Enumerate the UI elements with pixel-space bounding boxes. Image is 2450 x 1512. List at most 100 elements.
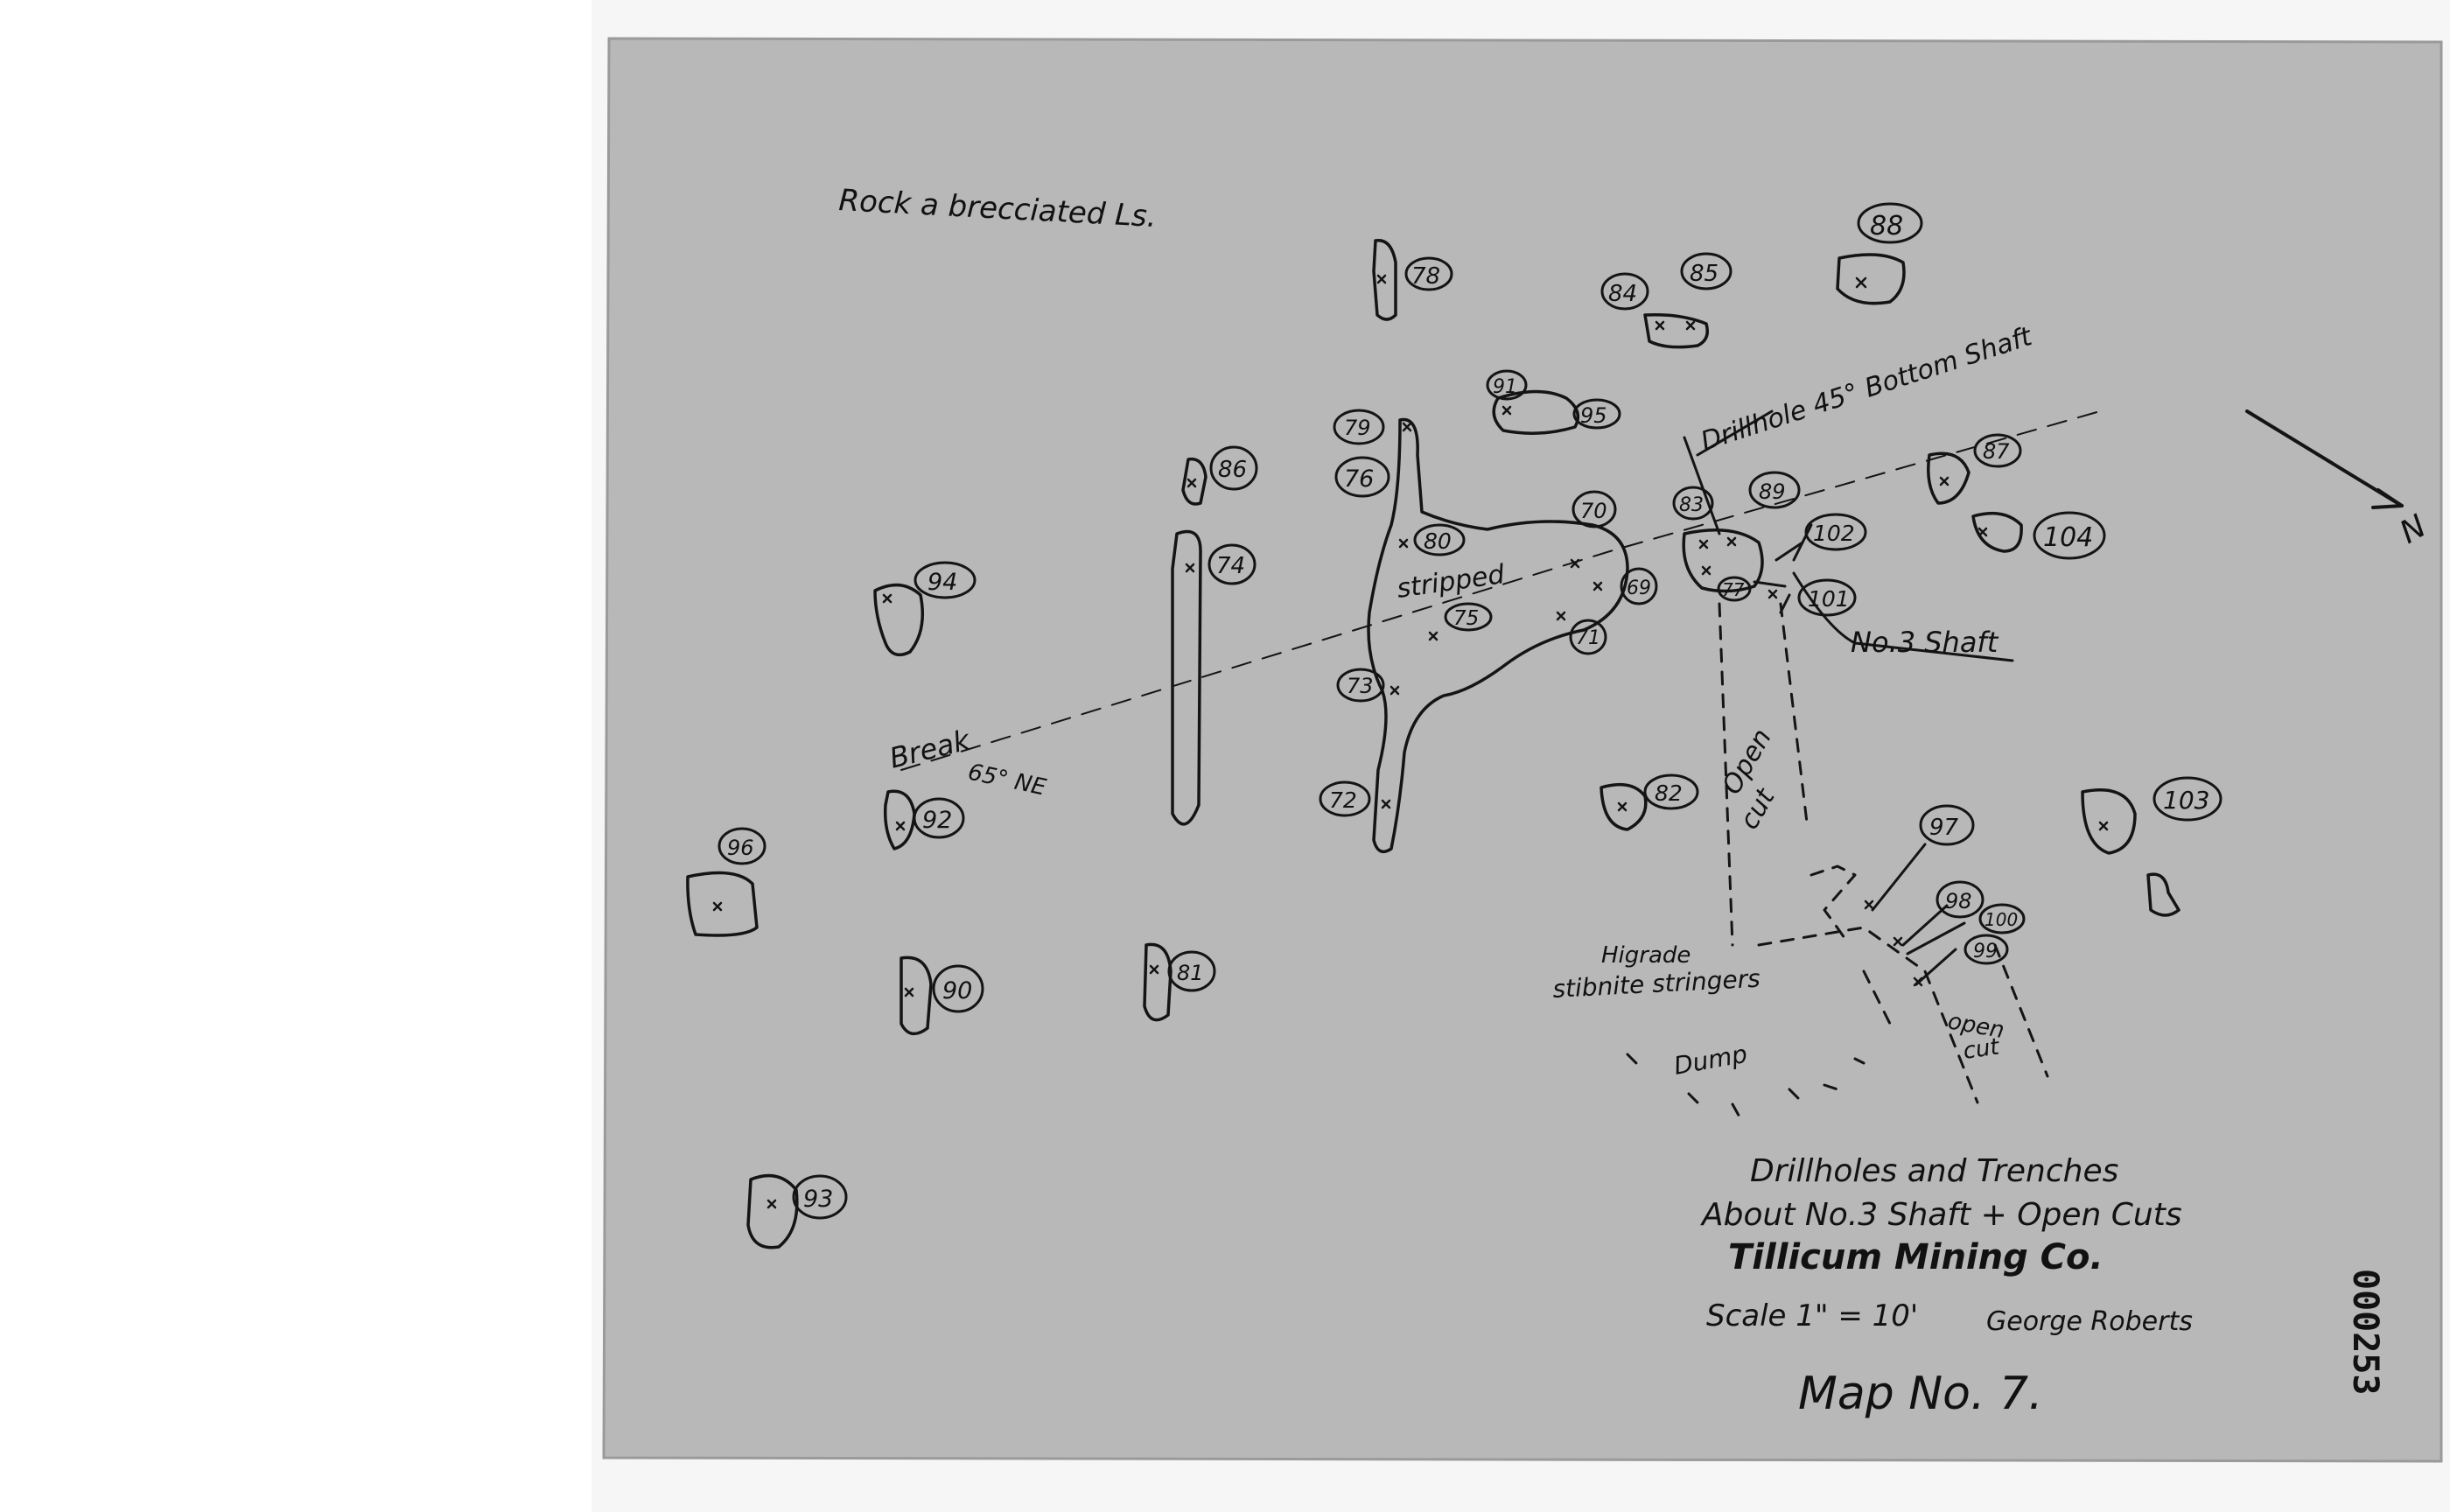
hole-label-91: 91	[1493, 376, 1517, 398]
hole-74: 74	[1208, 543, 1256, 585]
scale-label: Scale 1" = 10'	[1706, 1298, 1918, 1334]
hole-label-71: 71	[1576, 627, 1600, 649]
hole-94: 94	[914, 561, 976, 599]
hole-102: 102	[1804, 513, 1867, 551]
hole-label-101: 101	[1808, 586, 1850, 612]
shaft-collar	[1682, 528, 1764, 593]
hole-label-88: 88	[1870, 211, 1903, 242]
trench-87	[1927, 452, 1970, 505]
trench-82	[1600, 782, 1648, 831]
hole-86: 86	[1209, 445, 1258, 491]
hole-71: 71	[1569, 619, 1607, 655]
hole-99: 99	[1964, 934, 2009, 965]
hole-label-104: 104	[2043, 522, 2093, 553]
hole-91: 91	[1486, 369, 1528, 401]
hole-label-93: 93	[803, 1186, 833, 1213]
trench-84-85	[1643, 312, 1709, 349]
hole-label-86: 86	[1218, 457, 1247, 483]
title-line-2: About No.3 Shaft + Open Cuts	[1700, 1197, 2182, 1233]
trench-96	[686, 871, 759, 937]
catalog-number: 000253	[2345, 1269, 2385, 1396]
hole-97: 97	[1919, 804, 1975, 846]
trench-94	[873, 583, 924, 657]
trench-86-hole	[1181, 457, 1208, 506]
hole-label-73: 73	[1347, 674, 1374, 698]
trench-104	[1971, 511, 2023, 553]
hole-73: 73	[1336, 668, 1385, 703]
hole-label-92: 92	[922, 807, 952, 834]
hole-98: 98	[1936, 880, 1984, 919]
title-line-1: Drillholes and Trenches	[1750, 1153, 2118, 1189]
hole-label-102: 102	[1813, 521, 1855, 546]
hole-label-95: 95	[1580, 403, 1607, 428]
higrade-label-1: Higrade	[1601, 942, 1690, 969]
hole-82: 82	[1643, 774, 1699, 810]
hole-label-80: 80	[1424, 528, 1452, 554]
hole-104: 104	[2033, 511, 2106, 560]
author-signature: George Roberts	[1986, 1306, 2193, 1337]
hole-84: 84	[1600, 272, 1649, 311]
title-block: Drillholes and Trenches About No.3 Shaft…	[1700, 1153, 2193, 1420]
trench-90	[900, 956, 933, 1036]
hole-81: 81	[1167, 950, 1216, 992]
hole-87: 87	[1973, 433, 2022, 468]
hole-103: 103	[2152, 776, 2222, 822]
hole-88: 88	[1857, 202, 1923, 244]
hole-label-87: 87	[1983, 439, 2010, 464]
hole-label-69: 69	[1627, 578, 1651, 599]
trench-78	[1372, 238, 1397, 321]
hole-label-79: 79	[1344, 416, 1371, 440]
title-line-3: Tillicum Mining Co.	[1728, 1237, 2104, 1278]
hole-93: 93	[792, 1174, 848, 1220]
hole-label-85: 85	[1690, 261, 1718, 287]
hole-90: 90	[932, 964, 984, 1013]
map-number: Map No. 7.	[1798, 1368, 2043, 1420]
hole-72: 72	[1319, 780, 1371, 817]
hole-label-89: 89	[1759, 480, 1786, 504]
hole-75: 75	[1444, 602, 1493, 632]
hole-label-76: 76	[1344, 466, 1374, 493]
hole-label-94: 94	[928, 569, 957, 596]
trench-92	[883, 789, 916, 850]
north-arrow-icon	[2245, 410, 2404, 509]
hole-76: 76	[1334, 456, 1390, 498]
hole-label-98: 98	[1945, 889, 1972, 914]
trench-93	[746, 1173, 799, 1250]
hole-x-marks	[712, 274, 2109, 1209]
hole-label-82: 82	[1655, 780, 1683, 806]
hole-70: 70	[1572, 490, 1617, 528]
trench-81	[1143, 942, 1172, 1022]
hole-96: 96	[718, 827, 766, 865]
hole-69: 69	[1620, 567, 1658, 606]
hole-label-75: 75	[1453, 607, 1479, 630]
hole-85: 85	[1680, 252, 1732, 290]
shaft-label: No.3 Shaft	[1851, 626, 1999, 659]
hole-label-83: 83	[1679, 494, 1704, 516]
trench-103	[2081, 788, 2137, 855]
hole-label-90: 90	[942, 977, 972, 1004]
hole-label-100: 100	[1984, 909, 2018, 930]
hole-label-78: 78	[1411, 263, 1440, 290]
trench-88	[1836, 253, 1906, 305]
hole-89: 89	[1748, 471, 1801, 509]
hole-95: 95	[1572, 398, 1621, 430]
break-line	[900, 410, 2101, 771]
hole-label-77: 77	[1722, 579, 1745, 600]
hole-80: 80	[1413, 523, 1466, 556]
open-cut-outlines	[1626, 602, 2049, 1122]
hole-78: 78	[1404, 256, 1453, 291]
hole-101: 101	[1797, 578, 1857, 617]
trench-small	[2146, 872, 2180, 917]
hole-label-72: 72	[1329, 788, 1357, 813]
drillhole-lines	[1683, 410, 2014, 986]
hole-label-97: 97	[1929, 815, 1959, 841]
paper-sheet	[602, 37, 2443, 1463]
hole-label-84: 84	[1608, 281, 1637, 307]
hole-label-103: 103	[2163, 786, 2209, 815]
hole-100: 100	[1978, 903, 2026, 934]
hole-label-96: 96	[727, 836, 754, 860]
hole-label-74: 74	[1216, 553, 1245, 579]
hole-label-81: 81	[1177, 961, 1204, 985]
